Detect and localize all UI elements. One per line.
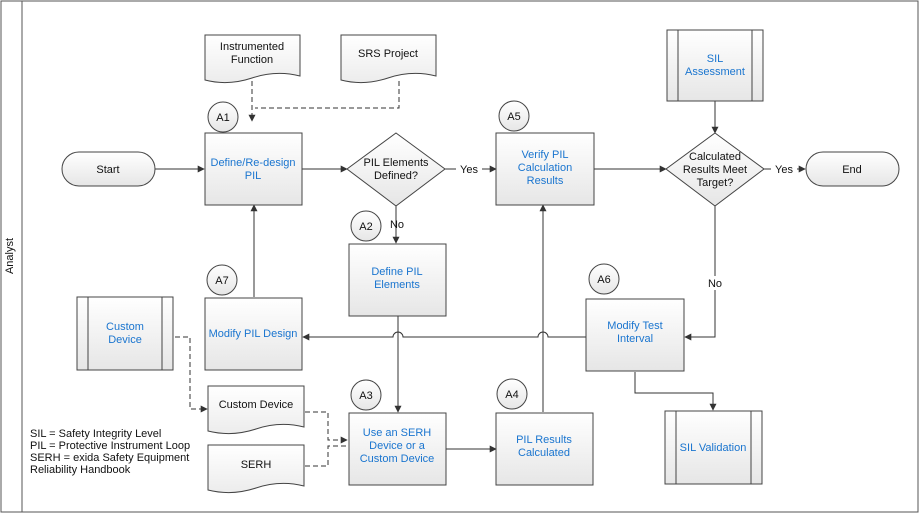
svg-text:PIL Elements: PIL Elements [363, 157, 429, 169]
doc-instrumented-function: Instrumented Function [204, 34, 301, 84]
svg-text:A6: A6 [597, 274, 610, 286]
subprocess-custom-device[interactable]: Custom Device [76, 296, 174, 371]
doc-srs-project: SRS Project [340, 34, 437, 84]
step-a3-use-serh-or-custom[interactable]: Use an SERH Device or a Custom Device [348, 412, 447, 486]
edge-customdoc-a3 [305, 411, 348, 444]
subprocess-sil-assessment[interactable]: SIL Assessment [666, 29, 764, 102]
doc-serh: SERH [207, 444, 305, 494]
svg-text:PIL Results: PIL Results [516, 434, 572, 446]
svg-text:A4: A4 [505, 389, 518, 401]
svg-text:Calculated: Calculated [518, 447, 570, 459]
edge-label-no1: No [390, 219, 404, 231]
svg-text:Verify PIL: Verify PIL [521, 149, 568, 161]
decision-pil-elements-defined: PIL Elements Defined? [346, 132, 446, 207]
swimlane-label: Analyst [4, 238, 16, 274]
tag-a2: A2 [350, 210, 382, 242]
svg-text:A5: A5 [507, 111, 520, 123]
edge-label-no2: No [708, 278, 722, 290]
edge-srs-a1 [255, 81, 400, 109]
tag-a1: A1 [207, 101, 239, 133]
svg-text:Start: Start [96, 164, 119, 176]
step-a5-verify-pil[interactable]: Verify PIL Calculation Results [495, 132, 595, 206]
step-a6-modify-test-interval[interactable]: Modify Test Interval [585, 298, 685, 372]
edge-a6-silvalidation [634, 372, 717, 411]
legend-line-1: SIL = Safety Integrity Level [30, 428, 161, 440]
svg-text:Custom: Custom [106, 321, 144, 333]
svg-text:Calculated: Calculated [689, 151, 741, 163]
tag-a3: A3 [350, 379, 382, 411]
svg-text:PIL: PIL [245, 170, 262, 182]
svg-text:Defined?: Defined? [374, 170, 418, 182]
legend: SIL = Safety Integrity Level PIL = Prote… [30, 428, 190, 476]
svg-text:Custom Device: Custom Device [219, 399, 294, 411]
edge-a6-a7 [302, 331, 586, 341]
svg-text:Calculation: Calculation [518, 162, 572, 174]
svg-text:SIL: SIL [707, 53, 724, 65]
svg-text:Device: Device [108, 334, 142, 346]
tag-a5: A5 [498, 100, 530, 132]
svg-text:Device or a: Device or a [369, 440, 426, 452]
svg-text:A3: A3 [359, 390, 372, 402]
svg-text:Assessment: Assessment [685, 66, 745, 78]
svg-text:SRS Project: SRS Project [358, 48, 418, 60]
tag-a6: A6 [588, 263, 620, 295]
svg-text:SERH: SERH [241, 459, 272, 471]
edge-customdevice-doc [175, 336, 208, 413]
svg-text:Define PIL: Define PIL [371, 266, 422, 278]
svg-text:Results Meet: Results Meet [683, 164, 747, 176]
svg-text:Use an SERH: Use an SERH [363, 427, 432, 439]
svg-text:SIL Validation: SIL Validation [680, 442, 747, 454]
connectors [155, 81, 806, 467]
tag-a4: A4 [496, 378, 528, 410]
svg-text:A2: A2 [359, 221, 372, 233]
svg-text:Target?: Target? [697, 177, 734, 189]
legend-line-4: Reliability Handbook [30, 464, 131, 476]
legend-line-2: PIL = Protective Instrument Loop [30, 440, 190, 452]
edge-decision2-a6 [684, 206, 716, 341]
subprocess-sil-validation[interactable]: SIL Validation [664, 410, 763, 485]
step-a7-modify-pil-design[interactable]: Modify PIL Design [204, 297, 303, 371]
edge-serh-a3 [305, 445, 347, 467]
svg-text:End: End [842, 164, 862, 176]
step-a2-define-pil-elements[interactable]: Define PIL Elements [348, 243, 447, 317]
svg-text:A7: A7 [215, 275, 228, 287]
svg-text:Modify Test: Modify Test [607, 320, 662, 332]
edge-label-yes2: Yes [775, 164, 793, 176]
tag-a7: A7 [206, 264, 238, 296]
start-node: Start [61, 151, 156, 187]
svg-text:Function: Function [231, 54, 273, 66]
svg-text:Define/Re-design: Define/Re-design [211, 157, 296, 169]
svg-text:Modify PIL Design: Modify PIL Design [209, 328, 298, 340]
svg-text:Results: Results [527, 175, 564, 187]
svg-text:A1: A1 [216, 112, 229, 124]
svg-text:Custom Device: Custom Device [360, 453, 435, 465]
svg-text:Instrumented: Instrumented [220, 41, 284, 53]
svg-text:Interval: Interval [617, 333, 653, 345]
step-a1-define-pil[interactable]: Define/Re-design PIL [204, 132, 303, 206]
svg-text:Elements: Elements [374, 279, 420, 291]
doc-custom-device: Custom Device [207, 385, 305, 435]
decision-results-meet-target: Calculated Results Meet Target? [665, 132, 765, 207]
edge-label-yes1: Yes [460, 164, 478, 176]
end-node: End [805, 151, 900, 187]
step-a4-pil-results-calculated[interactable]: PIL Results Calculated [495, 412, 594, 486]
legend-line-3: SERH = exida Safety Equipment [30, 452, 189, 464]
